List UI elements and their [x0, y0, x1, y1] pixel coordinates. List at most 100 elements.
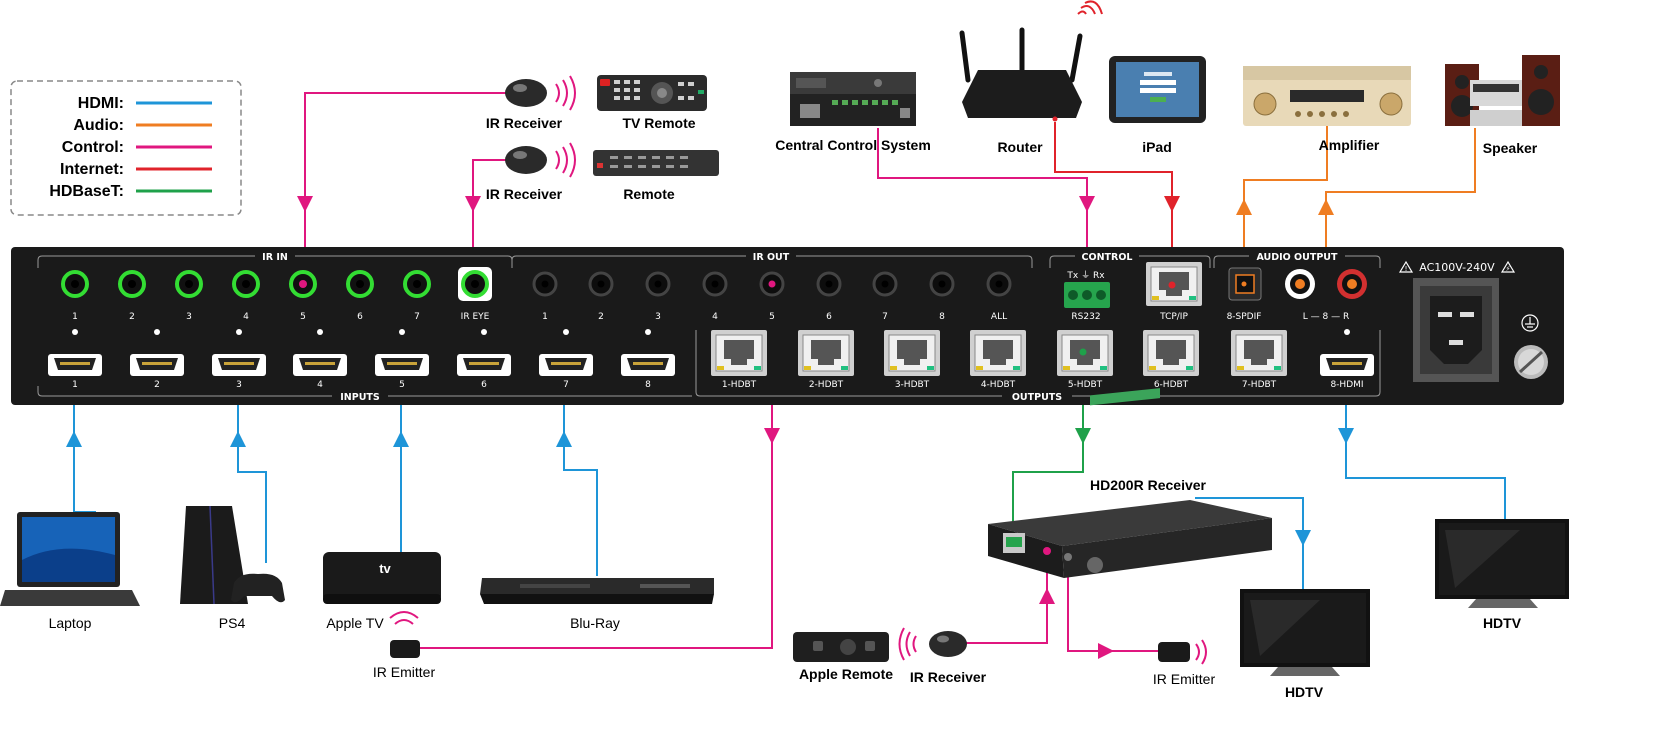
hdmi-input-port-2 [130, 354, 184, 376]
warning-icon-right: ⚡ [1500, 260, 1516, 273]
hdtv-2-device [1435, 519, 1569, 608]
rca-left-port [1285, 269, 1315, 299]
laptop-label: Laptop [49, 615, 92, 631]
input-label-7: 7 [563, 380, 569, 390]
hd200r-label: HD200R Receiver [1090, 477, 1207, 493]
tcpip-port [1146, 262, 1202, 306]
hdbt-port-6 [1143, 330, 1199, 376]
ir-receiver-2-label: IR Receiver [486, 186, 563, 202]
legend-label-control: Control: [62, 139, 124, 156]
hdmi-input-port-6 [457, 354, 511, 376]
hdtv-2-label: HDTV [1483, 615, 1522, 631]
hdbt-label-5: 5-HDBT [1068, 380, 1103, 390]
ir-in-label-2: 2 [129, 312, 135, 322]
hdmi-line-hdtv-receiver [1195, 497, 1304, 592]
ir-out-label-7: 7 [882, 312, 888, 322]
ground-screw [1514, 345, 1548, 379]
arrow-amplifier [1236, 199, 1252, 215]
arrow-hdbaset [1075, 428, 1091, 444]
ir-emitter-2-device [1158, 639, 1207, 665]
ir-in-label-8: IR EYE [461, 312, 490, 322]
input-led-2 [154, 329, 160, 335]
hdmi-line-bluray [563, 365, 598, 576]
rca-right-port [1337, 269, 1367, 299]
hdbt-label-7: 7-HDBT [1242, 380, 1277, 390]
input-led-4 [317, 329, 323, 335]
hdbt-port-7 [1231, 330, 1287, 376]
hdbt-port-4 [970, 330, 1026, 376]
inputs-title: INPUTS [340, 392, 380, 403]
ir-out-label-8: 8 [939, 312, 945, 322]
hd200r-device [988, 388, 1272, 578]
arrow-appletv [393, 431, 409, 447]
control-line-receiver-ir-out [1067, 553, 1160, 652]
ir-emitter-1-device [389, 611, 420, 658]
inputs-bracket [37, 386, 692, 397]
hdmi-input-port-4 [293, 354, 347, 376]
audio-output-title: AUDIO OUTPUT [1256, 252, 1338, 263]
central-control-label: Central Control System [775, 137, 931, 153]
control-line-ir-eye [472, 159, 510, 283]
arrow-receiver-emitter [1098, 643, 1114, 659]
svg-text:tv: tv [379, 561, 391, 576]
ir-in-label-6: 6 [357, 312, 363, 322]
hdmi-input-port-8 [621, 354, 675, 376]
input-led-8 [645, 329, 651, 335]
legend-label-internet: Internet: [60, 161, 124, 178]
apple-remote-device [793, 632, 889, 662]
speaker-label: Speaker [1483, 140, 1538, 156]
router-device [959, 0, 1103, 122]
ground-icon [1521, 314, 1539, 332]
ir-emitter-1-label: IR Emitter [373, 664, 436, 680]
blu-ray-label: Blu-Ray [570, 615, 620, 631]
hdbt-port-5 [1057, 330, 1113, 376]
power-inlet [1413, 278, 1499, 382]
arrow-ir-eye [465, 196, 481, 212]
arrow-receiver-ir [1039, 588, 1055, 604]
input-label-6: 6 [481, 380, 487, 390]
outputs-title: OUTPUTS [1012, 392, 1062, 403]
amplifier-label: Amplifier [1319, 137, 1380, 153]
ir-out-label-2: 2 [598, 312, 604, 322]
control-line-rs232 [877, 128, 1088, 285]
internet-line-tcpip [1054, 122, 1173, 285]
hdtv-1-label: HDTV [1285, 684, 1324, 700]
arrow-hdmi-out [1338, 428, 1354, 444]
blu-ray-device [480, 578, 714, 604]
control-line-receiver-ir-in [965, 553, 1048, 644]
input-led-3 [236, 329, 242, 335]
arrowheads [66, 196, 1354, 659]
hdbt-label-3: 3-HDBT [895, 380, 930, 390]
ir-receiver-3-device [898, 627, 967, 661]
ir-in-label-3: 3 [186, 312, 192, 322]
ir-in-label-7: 7 [414, 312, 420, 322]
arrow-rs232 [1079, 196, 1095, 212]
ir-out-label-6: 6 [826, 312, 832, 322]
hdbaset-line [1012, 368, 1084, 537]
input-label-1: 1 [72, 380, 78, 390]
hdmi-line-hdtv-right [1345, 365, 1506, 520]
router-label: Router [997, 139, 1043, 155]
analog-audio-label: L — 8 — R [1303, 312, 1349, 322]
ir-emitter-2-label: IR Emitter [1153, 671, 1216, 687]
hdmi-out-port [1320, 354, 1374, 376]
hdbt-label-6: 6-HDBT [1154, 380, 1189, 390]
arrow-bluray [556, 431, 572, 447]
input-label-2: 2 [154, 380, 160, 390]
ps4-device [180, 505, 285, 605]
warning-icon-left: ! [1398, 260, 1414, 273]
hdmi-out-label: 8-HDMI [1330, 380, 1363, 390]
control-title: CONTROL [1082, 252, 1133, 263]
hdbt-label-4: 4-HDBT [981, 380, 1016, 390]
ipad-device [1109, 56, 1206, 123]
input-label-4: 4 [317, 380, 323, 390]
ir-out-label-all: ALL [991, 312, 1007, 322]
ir-receiver-1-device [505, 75, 576, 111]
tv-remote-device [597, 75, 707, 111]
ir-out-label-5: 5 [769, 312, 775, 322]
speaker-device [1445, 55, 1560, 126]
apple-remote-label: Apple Remote [799, 666, 893, 682]
arrow-ps4 [230, 431, 246, 447]
matrix-panel: IR IN IR OUT CONTROL AUDIO OUTPUT INPUTS… [11, 247, 1564, 405]
